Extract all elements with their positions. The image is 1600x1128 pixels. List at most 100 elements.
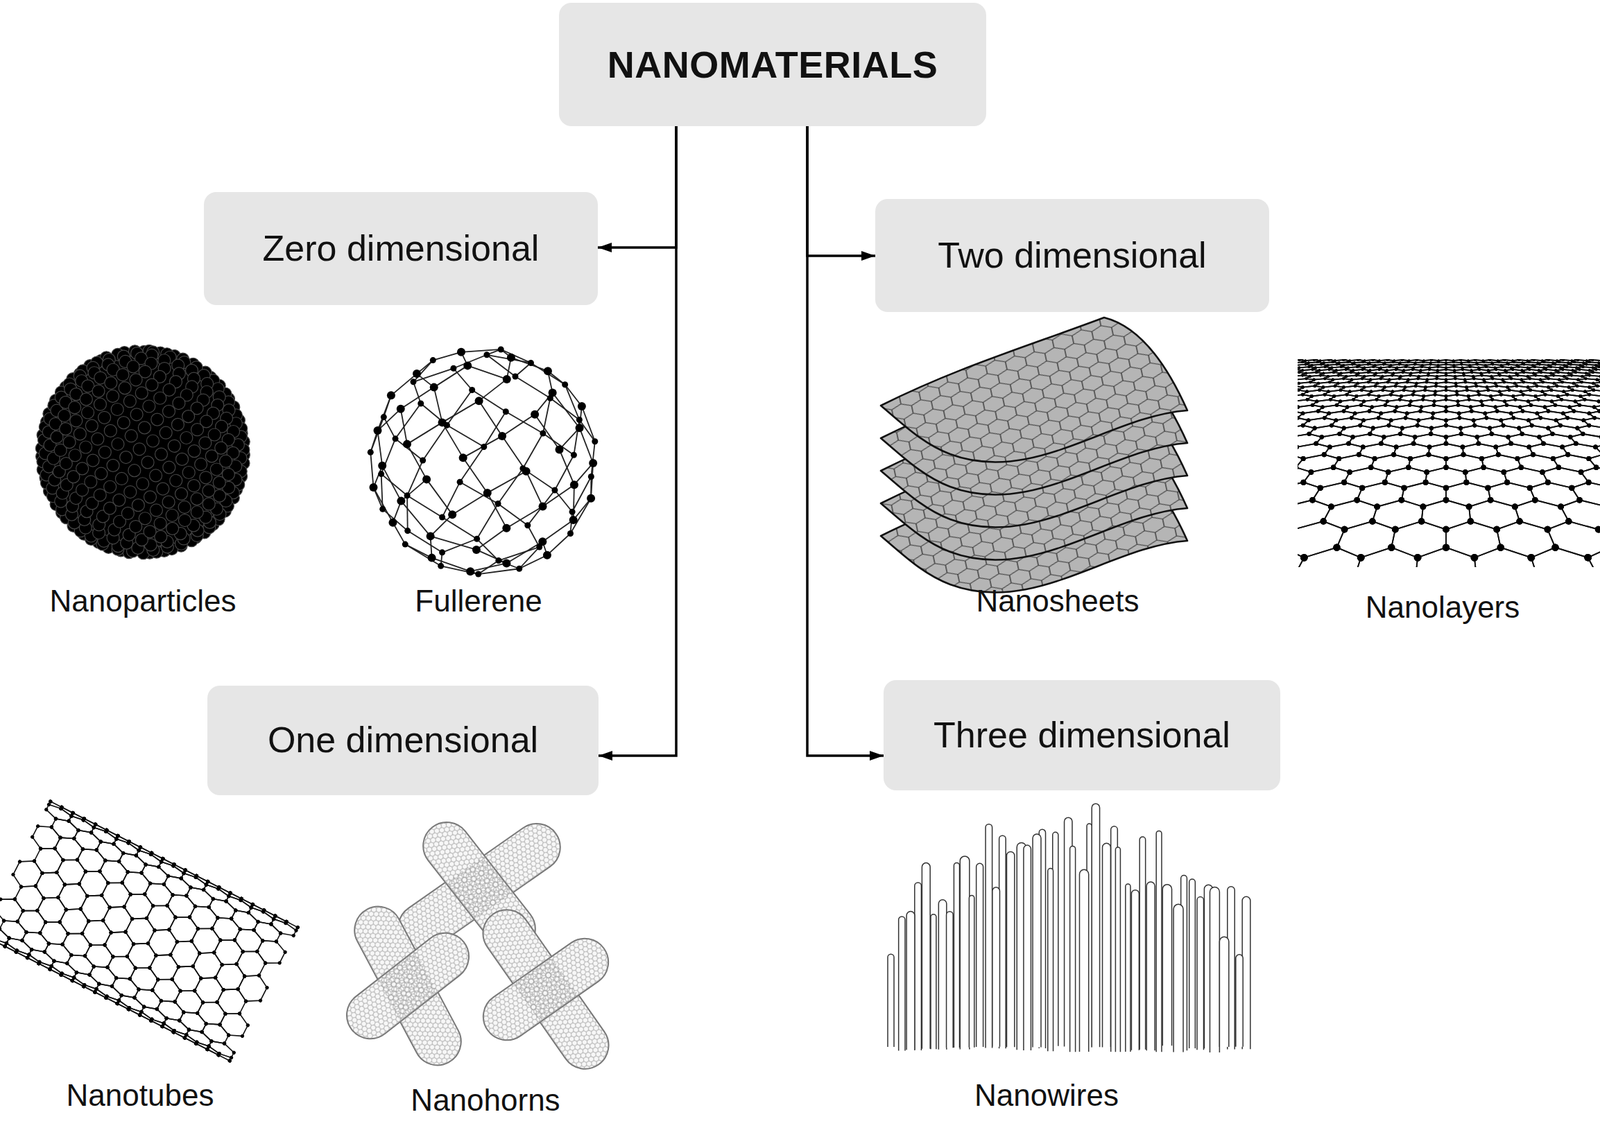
- atom: [1219, 479, 1225, 486]
- atom: [1294, 445, 1300, 451]
- atom: [1192, 469, 1199, 476]
- atom: [586, 494, 596, 503]
- atom: [93, 398, 107, 411]
- atom: [862, 589, 872, 598]
- bond: [579, 427, 594, 464]
- atom: [1505, 434, 1510, 440]
- atom: [151, 413, 164, 426]
- atom: [794, 576, 803, 584]
- atom: [178, 500, 191, 514]
- atom: [1229, 618, 1239, 628]
- hex-cell: [1188, 418, 1227, 429]
- atom: [823, 503, 830, 510]
- atom: [1246, 432, 1251, 437]
- atom: [1300, 554, 1309, 562]
- atom: [1017, 618, 1027, 628]
- atom: [798, 589, 807, 598]
- atom: [1501, 423, 1506, 428]
- hex-cell: [1415, 547, 1478, 594]
- atom: [1194, 434, 1200, 440]
- atom: [1129, 554, 1138, 562]
- atom: [1532, 497, 1539, 504]
- atom: [1497, 544, 1505, 552]
- atom: [392, 435, 399, 442]
- atom: [142, 400, 156, 413]
- atom: [1215, 432, 1220, 437]
- atom: [1357, 554, 1365, 562]
- atom: [539, 430, 546, 437]
- atom: [1516, 426, 1521, 431]
- atom: [95, 467, 108, 480]
- atom: [1187, 416, 1192, 421]
- atom: [1593, 464, 1599, 470]
- atom: [473, 536, 480, 543]
- atom: [1215, 423, 1220, 428]
- atom: [1220, 497, 1227, 504]
- atom: [1253, 426, 1259, 431]
- hex-cell: [1223, 482, 1279, 507]
- atom: [1129, 554, 1138, 562]
- atom: [1443, 441, 1449, 446]
- atom: [1224, 426, 1229, 431]
- atom: [527, 359, 535, 367]
- atom: [1257, 434, 1262, 440]
- atom: [1320, 518, 1327, 525]
- atom: [174, 487, 188, 501]
- atom: [1186, 423, 1191, 428]
- hex-cell: [1245, 418, 1281, 429]
- bond: [400, 387, 435, 410]
- atom: [1319, 434, 1324, 440]
- atom: [1346, 441, 1351, 446]
- atom: [1458, 426, 1463, 431]
- atom: [780, 518, 788, 525]
- atom: [380, 414, 387, 421]
- atom: [1215, 432, 1220, 437]
- atom: [731, 526, 739, 534]
- atom: [429, 357, 437, 364]
- atom: [1191, 485, 1198, 492]
- atom: [1196, 418, 1201, 423]
- bond: [442, 517, 478, 539]
- atom: [1529, 423, 1535, 428]
- atom: [1495, 452, 1501, 458]
- atom: [402, 541, 409, 548]
- atom: [169, 474, 183, 487]
- atom: [1217, 452, 1223, 458]
- atom: [176, 452, 189, 466]
- atom: [104, 424, 117, 437]
- atom: [1595, 526, 1600, 534]
- atom: [1401, 485, 1408, 492]
- atom: [1462, 469, 1469, 476]
- atom: [732, 544, 740, 552]
- atom: [1360, 445, 1366, 451]
- atom: [732, 544, 740, 552]
- atom: [1243, 423, 1248, 428]
- atom: [660, 635, 671, 645]
- bond: [554, 490, 573, 512]
- atom: [202, 484, 215, 498]
- atom: [733, 576, 741, 584]
- atom: [1191, 485, 1198, 492]
- hex-cell: [1225, 500, 1286, 530]
- atom: [1265, 456, 1270, 462]
- atom: [439, 549, 446, 556]
- atom: [121, 506, 134, 520]
- atom: [780, 518, 788, 525]
- atom: [373, 426, 382, 435]
- atom: [1309, 497, 1316, 504]
- atom: [483, 351, 490, 358]
- atom: [1411, 576, 1419, 584]
- atom: [412, 369, 421, 378]
- atom: [1195, 426, 1200, 431]
- atom: [1558, 423, 1563, 428]
- atom: [677, 544, 685, 552]
- atom: [1391, 452, 1397, 458]
- atom: [1227, 445, 1233, 451]
- atom: [1106, 635, 1117, 645]
- atom: [1196, 418, 1201, 423]
- atom: [58, 409, 71, 422]
- atom: [1249, 589, 1258, 598]
- atom: [149, 469, 163, 483]
- atom: [1271, 518, 1278, 525]
